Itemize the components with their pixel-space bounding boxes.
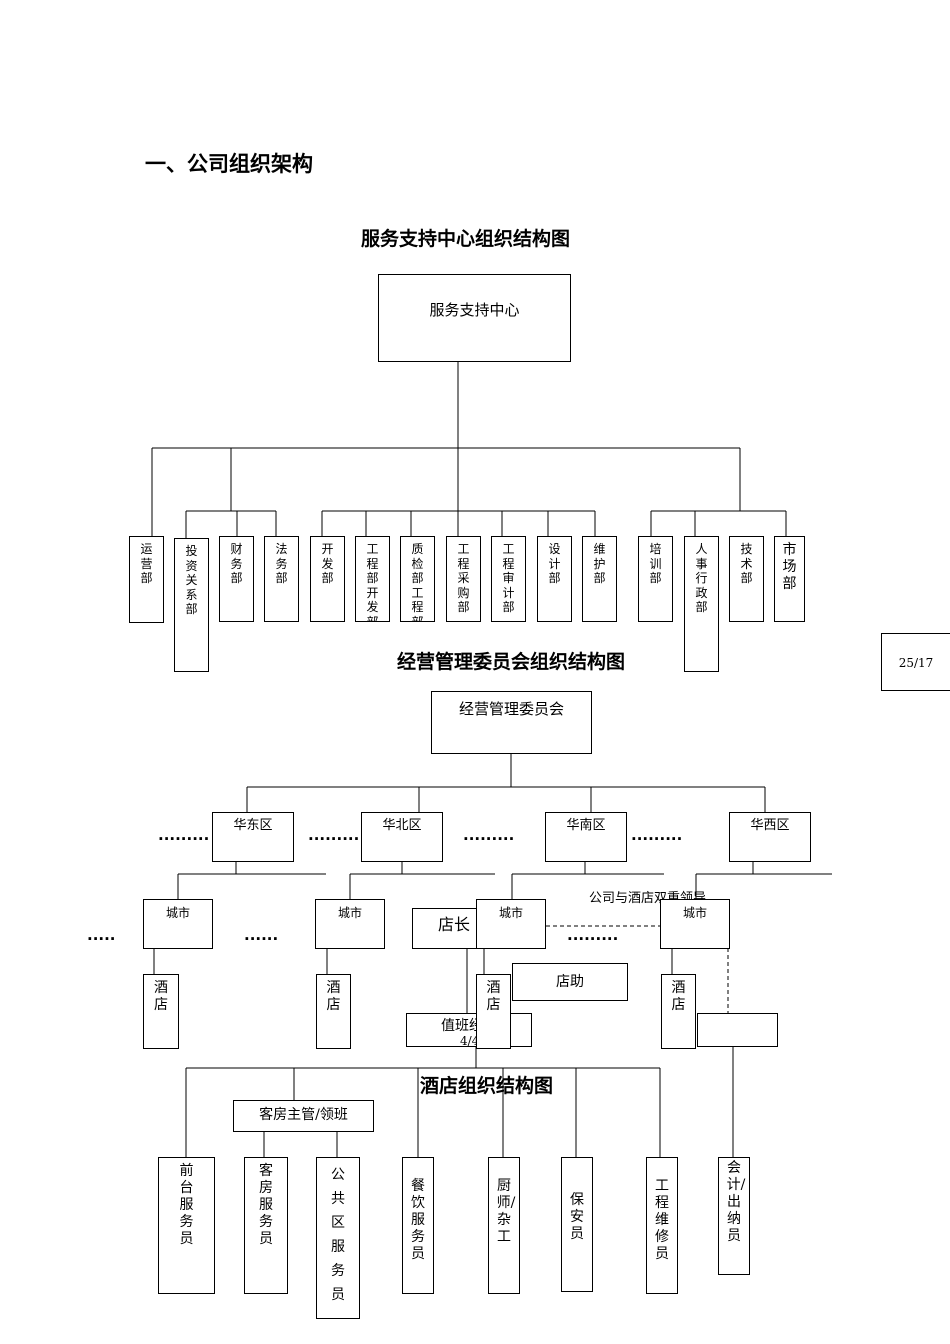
room-supervisor-box: 客房主管/领班 xyxy=(233,1100,374,1132)
ellipsis-city-3: ......... xyxy=(567,926,619,944)
dept-quality-engineering: 质检部工程部 xyxy=(400,536,435,622)
dept-technology: 技术部 xyxy=(729,536,764,622)
staff-accounting-label: 会计/出纳员 xyxy=(726,1160,746,1244)
staff-maintenance: 工程维修员 xyxy=(646,1157,678,1294)
dept-finance: 财务部 xyxy=(219,536,254,622)
staff-front-desk: 前台服务员 xyxy=(158,1157,215,1294)
city-box-3: 城市 xyxy=(476,899,546,949)
section-title: 一、公司组织架构 xyxy=(145,152,313,176)
dept-design: 设计部 xyxy=(537,536,572,622)
page-number-box: 25/17 xyxy=(881,633,950,691)
dept-training: 培训部 xyxy=(638,536,673,622)
dept-maintenance-label: 维护部 xyxy=(593,542,606,585)
dept-development-label: 开发部 xyxy=(321,542,334,585)
dept-procurement: 工程采购部 xyxy=(446,536,481,622)
dept-design-label: 设计部 xyxy=(548,542,561,585)
blank-box xyxy=(697,1013,778,1047)
hotel-box-2-label: 酒店 xyxy=(326,980,341,1013)
ellipsis-region-4: ......... xyxy=(631,826,683,844)
ellipsis-city-2: ...... xyxy=(244,926,279,944)
hotel-box-1-label: 酒店 xyxy=(154,980,168,1013)
staff-security-label: 保安员 xyxy=(570,1192,584,1242)
ellipsis-region-1: ......... xyxy=(158,826,210,844)
hotel-box-2: 酒店 xyxy=(316,974,351,1049)
operations-chart-title: 经营管理委员会组织结构图 xyxy=(397,651,626,673)
staff-public-area-label: 公共区服务员 xyxy=(331,1167,345,1303)
store-assistant-box: 店助 xyxy=(512,963,628,1001)
dept-training-label: 培训部 xyxy=(649,542,662,585)
service-chart-title: 服务支持中心组织结构图 xyxy=(361,228,571,250)
dept-hr-admin-label: 人事行政部 xyxy=(695,542,708,614)
hotel-chart-title: 酒店组织结构图 xyxy=(420,1075,554,1097)
shift-manager-box: 值班经理 xyxy=(406,1013,532,1047)
dept-audit-label: 工程审计部 xyxy=(502,542,515,614)
staff-front-desk-label: 前台服务员 xyxy=(179,1163,194,1247)
service-center-box: 服务支持中心 xyxy=(378,274,571,362)
dept-procurement-label: 工程采购部 xyxy=(457,542,470,614)
staff-dining: 餐饮服务员 xyxy=(402,1157,434,1294)
hotel-box-1: 酒店 xyxy=(143,974,179,1049)
dept-audit: 工程审计部 xyxy=(491,536,526,622)
dept-legal: 法务部 xyxy=(264,536,299,622)
hotel-box-4-label: 酒店 xyxy=(671,980,686,1013)
ellipsis-region-3: ......... xyxy=(463,826,515,844)
dept-marketing-label: 市场部 xyxy=(782,542,797,592)
dept-legal-label: 法务部 xyxy=(275,542,288,585)
dept-quality-engineering-label: 质检部工程部 xyxy=(411,542,424,622)
dept-maintenance: 维护部 xyxy=(582,536,617,622)
hotel-box-4: 酒店 xyxy=(661,974,696,1049)
staff-room-attendant: 客房服务员 xyxy=(244,1157,288,1294)
city-box-4: 城市 xyxy=(660,899,730,949)
region-north: 华北区 xyxy=(361,812,443,862)
dept-marketing: 市场部 xyxy=(774,536,805,622)
staff-accounting: 会计/出纳员 xyxy=(718,1157,750,1275)
shift-fraction: 4/4 xyxy=(460,1034,480,1048)
operations-committee-box: 经营管理委员会 xyxy=(431,691,592,754)
dept-technology-label: 技术部 xyxy=(740,542,753,585)
staff-room-attendant-label: 客房服务员 xyxy=(259,1163,273,1247)
staff-security: 保安员 xyxy=(561,1157,593,1292)
staff-chef-label: 厨师/杂工 xyxy=(496,1178,516,1245)
region-west: 华西区 xyxy=(729,812,811,862)
dept-operations-label: 运营部 xyxy=(140,542,153,585)
dept-hr-admin: 人事行政部 xyxy=(684,536,719,672)
staff-chef: 厨师/杂工 xyxy=(488,1157,520,1294)
city-box-1: 城市 xyxy=(143,899,213,949)
dept-finance-label: 财务部 xyxy=(230,542,243,585)
dept-engineering-development-label: 工程部开发部 xyxy=(366,542,379,622)
hotel-box-3-label: 酒店 xyxy=(486,980,501,1013)
dept-engineering-development: 工程部开发部 xyxy=(355,536,390,622)
dept-development: 开发部 xyxy=(310,536,345,622)
region-south: 华南区 xyxy=(545,812,627,862)
city-box-2: 城市 xyxy=(315,899,385,949)
dept-operations: 运营部 xyxy=(129,536,164,623)
ellipsis-city-1: ..... xyxy=(87,926,116,944)
staff-dining-label: 餐饮服务员 xyxy=(411,1178,425,1262)
staff-public-area: 公共区服务员 xyxy=(316,1157,360,1319)
staff-maintenance-label: 工程维修员 xyxy=(655,1178,669,1262)
hotel-box-3: 酒店 xyxy=(476,974,511,1049)
ellipsis-region-2: ......... xyxy=(308,826,360,844)
dept-investor-relations-label: 投资关系部 xyxy=(185,544,198,616)
region-east: 华东区 xyxy=(212,812,294,862)
dept-investor-relations: 投资关系部 xyxy=(174,538,209,672)
